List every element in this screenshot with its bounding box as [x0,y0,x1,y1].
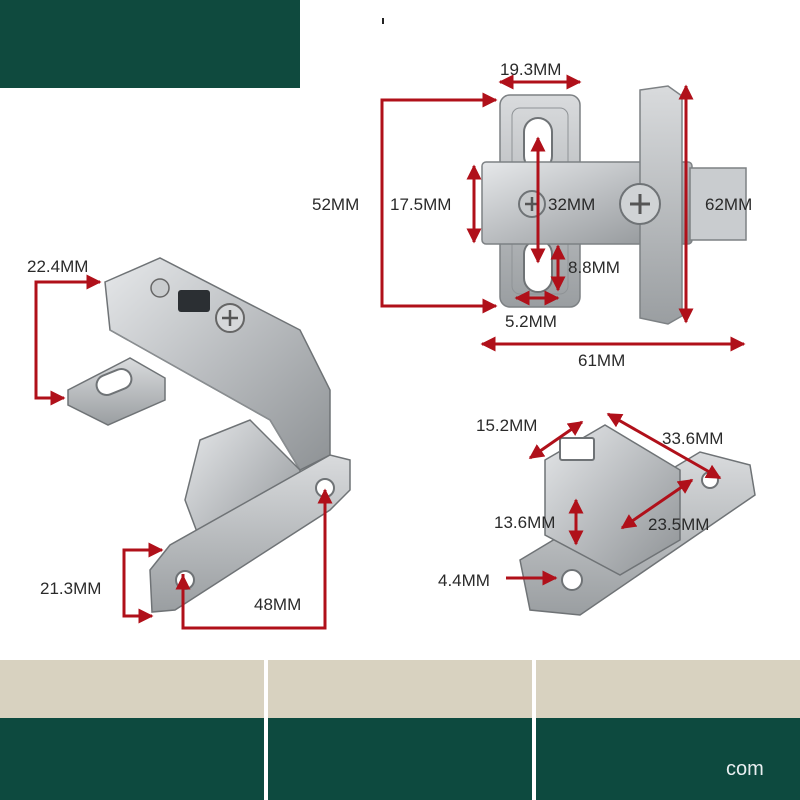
dim-clip-width: 15.2MM [476,416,537,435]
bottom-panel-middle [268,660,532,800]
dim-top-width: 19.3MM [500,60,561,79]
dim-inner-height: 17.5MM [390,195,451,214]
dim-height-total: 52MM [312,195,359,214]
dimension-labels: 19.3MM 52MM 17.5MM 32MM 62MM 8.8MM 5.2MM… [27,60,752,614]
hinge-perspective-view [67,257,351,613]
dim-total-width: 61MM [578,351,625,370]
dim-clip-inner: 23.5MM [648,515,709,534]
dim-hole-diameter: 4.4MM [438,571,490,590]
dim-arm-offset: 22.4MM [27,257,88,276]
dimension-lines [34,74,746,630]
dim-base-offset: 21.3MM [40,579,101,598]
dim-plate-height: 62MM [705,195,752,214]
dim-clip-length: 33.6MM [662,429,723,448]
small-mark [382,18,384,24]
bottom-panel-left [0,660,264,800]
dim-slot-length: 8.8MM [568,258,620,277]
dim-slot-width: 5.2MM [505,312,557,331]
bottom-panel-right [536,660,800,800]
watermark-text: com [726,758,764,780]
dim-base-length: 48MM [254,595,301,614]
top-left-banner [0,0,300,88]
dim-clip-height: 13.6MM [494,513,555,532]
dim-bore-spacing: 32MM [548,195,595,214]
